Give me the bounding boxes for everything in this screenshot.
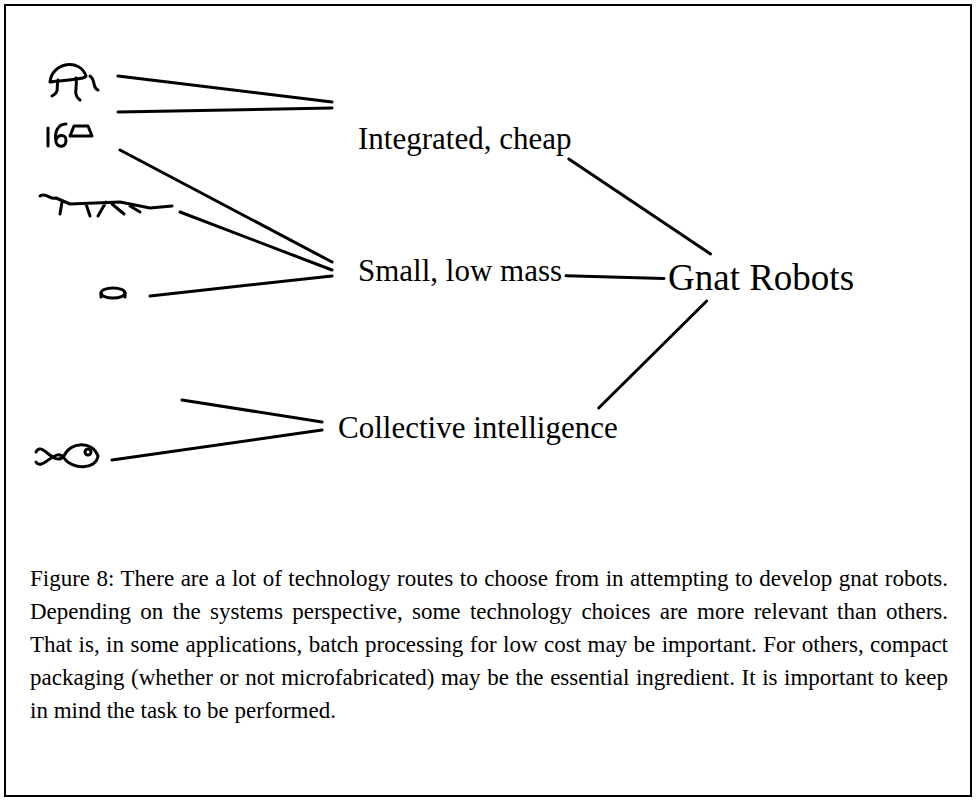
connector-line [566, 276, 664, 279]
figure-frame [5, 5, 971, 796]
node-text: Small, low mass [358, 253, 562, 289]
route-label: Collective intelligence [334, 408, 622, 448]
goal-label: Gnat Robots [664, 254, 858, 301]
connector-line [599, 301, 707, 408]
node-text: Collective intelligence [338, 410, 618, 446]
disk-icon [101, 288, 125, 298]
fish-icon [36, 445, 98, 467]
node-text: Integrated, cheap [358, 121, 571, 157]
route-label: Small, low mass [354, 251, 566, 291]
leader-lines [112, 76, 332, 460]
jellyfish-icon [50, 65, 98, 100]
chip-icon [48, 124, 92, 146]
node-text: Gnat Robots [668, 256, 854, 299]
insect-icon [40, 195, 172, 216]
route-label: Integrated, cheap [354, 119, 575, 159]
connector-line [569, 159, 711, 254]
figure-caption: Figure 8: There are a lot of technology … [30, 562, 948, 727]
